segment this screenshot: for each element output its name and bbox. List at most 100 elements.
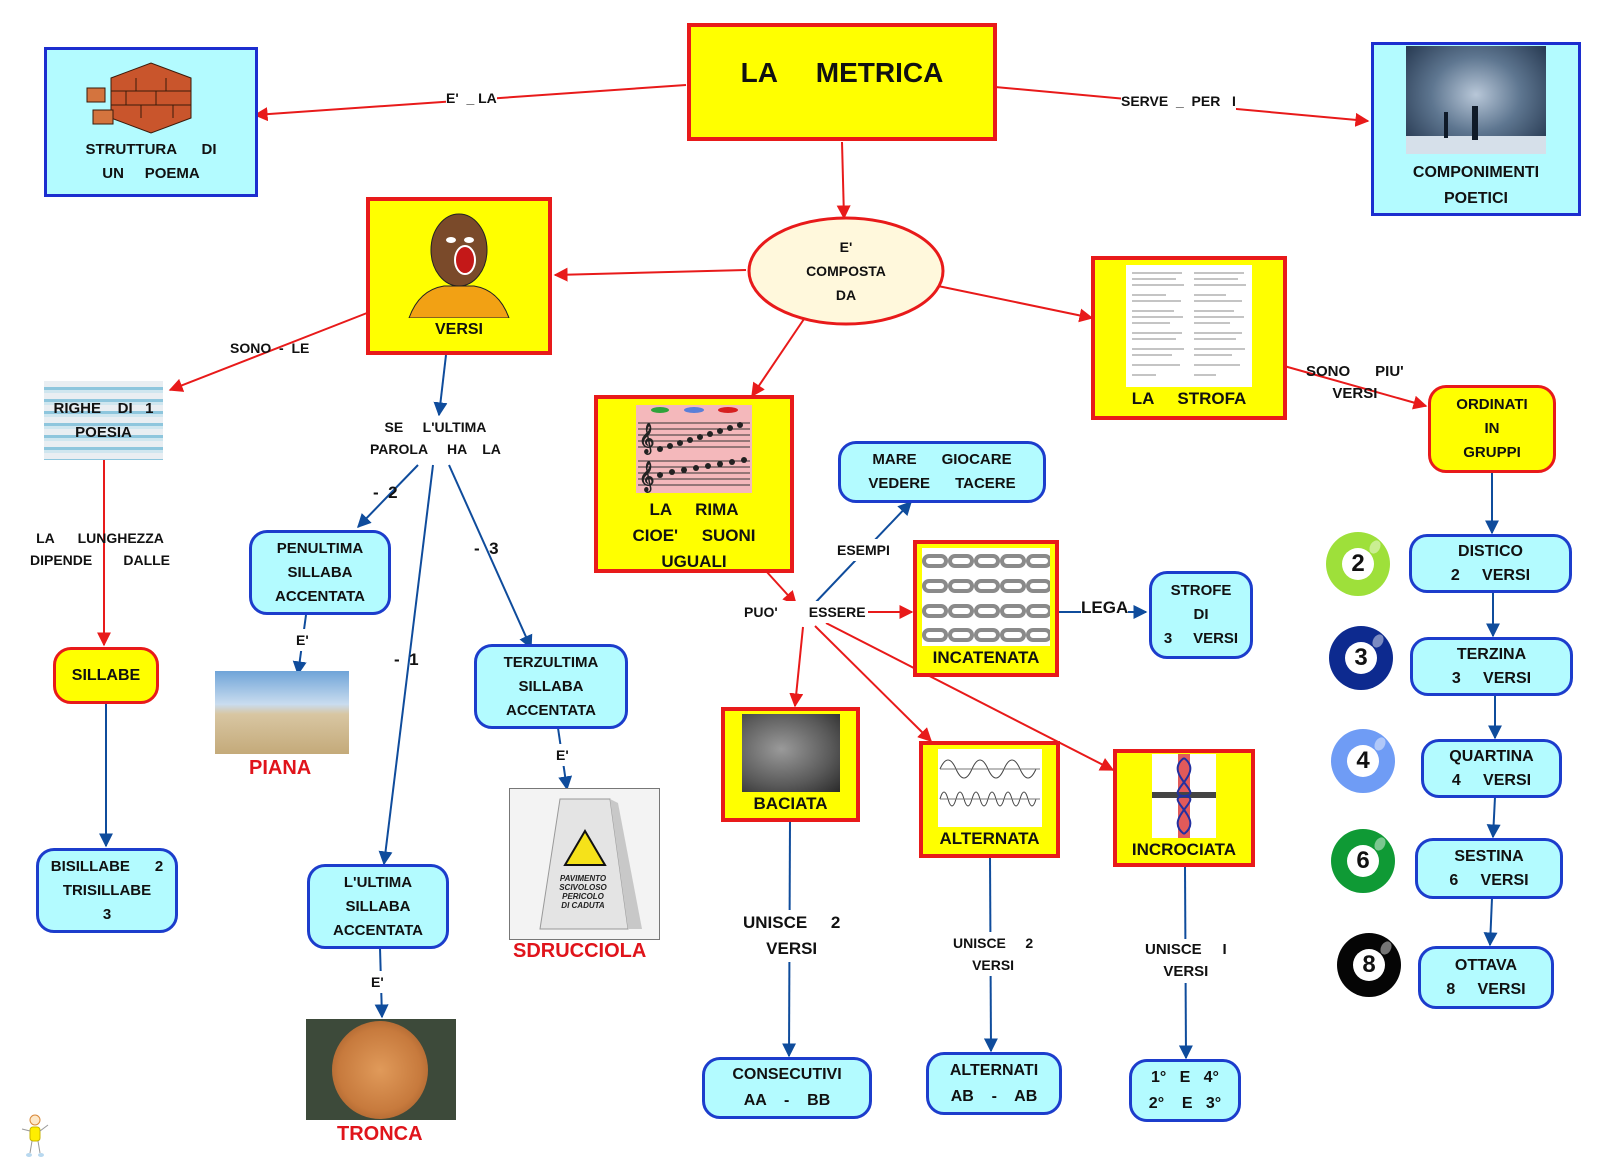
node-alternati[interactable]: ALTERNATI AB - AB xyxy=(926,1052,1062,1115)
node-righe-poesia[interactable]: RIGHE DI 1 POESIA xyxy=(44,381,163,460)
chains-image xyxy=(922,547,1050,646)
node-group-quartina[interactable]: QUARTINA 4 VERSI xyxy=(1421,739,1562,798)
node-consecutivi[interactable]: CONSECUTIVI AA - BB xyxy=(702,1057,872,1119)
node-sillabe[interactable]: SILLABE xyxy=(53,647,159,704)
ball-number: 8 xyxy=(1353,949,1385,981)
node-consecutivi-label: CONSECUTIVI AA - BB xyxy=(732,1066,842,1109)
ball-number: 3 xyxy=(1345,642,1377,674)
node-penultima[interactable]: PENULTIMA SILLABA ACCENTATA xyxy=(249,530,391,615)
node-strofe-label: STROFE DI 3 VERSI xyxy=(1163,582,1239,647)
node-righe-label: RIGHE DI 1 POESIA xyxy=(53,399,154,441)
crossing-knot-image xyxy=(1152,754,1216,838)
node-struttura[interactable]: STRUTTURA DI UN POEMA xyxy=(44,47,258,197)
node-componimenti-label: COMPONIMENTI POETICI xyxy=(1412,164,1540,207)
node-ultima[interactable]: L'ULTIMA SILLABA ACCENTATA xyxy=(307,864,449,949)
node-bisillabe-label: BISILLABE 2 TRISILLABE 3 xyxy=(50,857,164,923)
node-terzultima-label: TERZULTIMA SILLABA ACCENTATA xyxy=(503,653,599,719)
edge-label-minus-2: - 2 xyxy=(373,483,398,502)
node-bisillabe[interactable]: BISILLABE 2 TRISILLABE 3 xyxy=(36,848,178,933)
svg-text:SCIVOLOSO: SCIVOLOSO xyxy=(559,883,607,892)
node-group-distico[interactable]: DISTICO 2 VERSI xyxy=(1409,534,1572,593)
ball-number: 6 xyxy=(1347,845,1379,877)
piana-field-image xyxy=(215,671,349,754)
edge-label-e-tronca: E' xyxy=(371,971,384,993)
billiard-ball-4-icon: 4 xyxy=(1331,729,1395,793)
node-terzultima[interactable]: TERZULTIMA SILLABA ACCENTATA xyxy=(474,644,628,729)
group-label: SESTINA 6 VERSI xyxy=(1449,847,1529,889)
sign-text: PAVIMENTO xyxy=(560,874,607,883)
node-primo-quarto[interactable]: 1° E 4° 2° E 3° xyxy=(1129,1059,1241,1122)
edge-se-ultima xyxy=(378,464,434,866)
node-group-ottava[interactable]: OTTAVA 8 VERSI xyxy=(1418,946,1554,1009)
composta-ellipse-shape xyxy=(747,216,945,326)
edge-composta-rima xyxy=(751,318,805,398)
node-composta-da[interactable]: E' COMPOSTA DA xyxy=(750,218,942,324)
svg-text:𝄞: 𝄞 xyxy=(639,422,654,456)
wet-floor-sign-image: PAVIMENTO SCIVOLOSO PERICOLO DI CADUTA xyxy=(509,788,660,940)
edge-essere-incrociata xyxy=(825,622,1115,771)
edge-label-unisce-i: UNISCE I VERSI xyxy=(1145,939,1227,983)
edge-label-lega: LEGA xyxy=(1081,595,1129,621)
edge-se-penultima xyxy=(357,464,419,529)
node-struttura-label: STRUTTURA DI UN POEMA xyxy=(85,141,217,182)
node-group-terzina[interactable]: TERZINA 3 VERSI xyxy=(1410,637,1573,696)
node-incrociata[interactable]: INCROCIATA xyxy=(1113,749,1255,867)
edge-sestina-ottava xyxy=(1483,897,1498,947)
piana-caption: PIANA xyxy=(249,757,312,779)
node-baciata[interactable]: BACIATA xyxy=(721,707,860,822)
node-incrociata-label: INCROCIATA xyxy=(1131,840,1237,859)
node-primo-quarto-label: 1° E 4° 2° E 3° xyxy=(1148,1068,1222,1112)
poem-page-image xyxy=(1126,265,1252,387)
node-la-metrica-label: LA METRICA xyxy=(740,57,944,88)
snowy-tree-image xyxy=(1406,46,1546,154)
ball-number: 4 xyxy=(1347,745,1379,777)
edge-composta-versi xyxy=(553,267,747,282)
edge-label-e-piana: E' xyxy=(296,629,309,651)
edge-quartina-sestina xyxy=(1486,796,1501,839)
node-group-sestina[interactable]: SESTINA 6 VERSI xyxy=(1415,838,1563,899)
node-incatenata[interactable]: INCATENATA xyxy=(913,540,1059,677)
billiard-ball-2-icon: 2 xyxy=(1326,532,1390,596)
tronca-caption: TRONCA xyxy=(337,1123,423,1145)
node-la-metrica[interactable]: LA METRICA xyxy=(687,23,997,141)
music-staff-image: 𝄞 𝄞 xyxy=(636,405,752,493)
node-alternati-label: ALTERNATI AB - AB xyxy=(949,1061,1039,1105)
edge-strofa-ordinati xyxy=(1276,363,1428,410)
node-versi[interactable]: VERSI xyxy=(366,197,552,355)
edge-versi-se xyxy=(433,354,448,417)
node-versi-label: VERSI xyxy=(434,321,483,338)
edge-label-unisce-2-baciata: UNISCE 2 VERSI xyxy=(743,910,841,962)
node-ordinati-gruppi[interactable]: ORDINATI IN GRUPPI xyxy=(1428,385,1556,473)
edge-label-minus-1: - 1 xyxy=(394,650,419,669)
edge-metrica-composta xyxy=(836,141,851,220)
edge-label-sono-piu-versi: SONO PIU' VERSI xyxy=(1306,363,1404,402)
edge-essere-baciata xyxy=(789,626,804,708)
node-la-rima[interactable]: 𝄞 𝄞 LA RIMA CIOE' SUONI UGUALI xyxy=(594,395,794,573)
ball-number: 2 xyxy=(1342,548,1374,580)
svg-text:DI CADUTA: DI CADUTA xyxy=(561,901,605,910)
billiard-ball-8-icon: 8 xyxy=(1337,933,1401,997)
edge-label-esempi: ESEMPI xyxy=(837,539,890,561)
node-ultima-label: L'ULTIMA SILLABA ACCENTATA xyxy=(333,873,423,939)
billiard-ball-6-icon: 6 xyxy=(1331,829,1395,893)
node-sillabe-label: SILLABE xyxy=(71,666,141,684)
node-componimenti[interactable]: COMPONIMENTI POETICI xyxy=(1371,42,1581,216)
sdrucciola-caption: SDRUCCIOLA xyxy=(513,940,647,962)
edge-versi-righe xyxy=(168,312,368,392)
node-ordinati-label: ORDINATI IN GRUPPI xyxy=(1456,396,1528,461)
edge-composta-strofa xyxy=(937,285,1094,323)
edge-label-minus-3: - 3 xyxy=(474,539,499,558)
edge-label-e-la: E' _ LA xyxy=(446,87,497,109)
node-alternata[interactable]: ALTERNATA xyxy=(919,741,1060,858)
billiard-ball-3-icon: 3 xyxy=(1329,626,1393,690)
node-strofe-3-versi[interactable]: STROFE DI 3 VERSI xyxy=(1149,571,1253,659)
edge-se-terzultima xyxy=(448,464,533,650)
node-la-strofa[interactable]: LA STROFA xyxy=(1091,256,1287,420)
edge-label-unisce-2-alternata: UNISCE 2 VERSI xyxy=(953,932,1034,976)
node-incatenata-label: INCATENATA xyxy=(932,647,1040,667)
stick-figure-mascot-icon xyxy=(18,1113,52,1159)
group-label: QUARTINA 4 VERSI xyxy=(1449,747,1534,789)
node-baciata-label: BACIATA xyxy=(753,793,828,813)
node-esempi-parole[interactable]: MARE GIOCARE VEDERE TACERE xyxy=(838,441,1046,503)
